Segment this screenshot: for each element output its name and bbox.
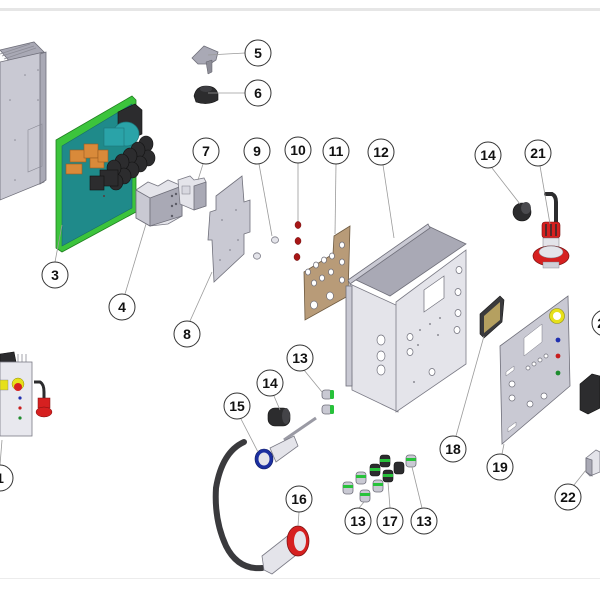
part-5-bracket bbox=[191, 45, 219, 75]
callout-3: 3 bbox=[41, 261, 69, 289]
callout-5: 5 bbox=[244, 39, 272, 67]
callout-22: 22 bbox=[554, 483, 582, 511]
svg-text:19: 19 bbox=[492, 459, 508, 475]
part-13-17-gland-cluster bbox=[342, 454, 417, 503]
svg-text:13: 13 bbox=[416, 513, 432, 529]
callout-1: 1 bbox=[0, 464, 14, 492]
part-10-red-lenses bbox=[293, 221, 302, 261]
part-1-assembled-unit bbox=[0, 351, 53, 437]
part-20-black-block bbox=[579, 373, 600, 415]
svg-text:13: 13 bbox=[350, 513, 366, 529]
svg-text:14: 14 bbox=[480, 147, 496, 163]
part-8-mounting-plate bbox=[207, 175, 251, 283]
top-divider bbox=[0, 8, 600, 11]
callout-13: 13 bbox=[344, 507, 372, 535]
callout-21: 21 bbox=[524, 139, 552, 167]
svg-text:13: 13 bbox=[292, 350, 308, 366]
callout-19: 19 bbox=[486, 453, 514, 481]
part-3-power-pcb bbox=[55, 95, 156, 253]
callout-20: 20 bbox=[591, 310, 600, 336]
part-14-gland-nut-top bbox=[512, 202, 532, 222]
callout-4: 4 bbox=[108, 293, 136, 321]
svg-text:7: 7 bbox=[202, 143, 210, 159]
callout-6: 6 bbox=[244, 79, 272, 107]
callout-8: 8 bbox=[173, 320, 201, 348]
leader-lines bbox=[0, 52, 587, 527]
part-14-gland-nut bbox=[267, 407, 291, 427]
part-15-blue-socket bbox=[254, 416, 317, 470]
part-22-terminal-block bbox=[585, 449, 600, 477]
callout-12: 12 bbox=[367, 138, 395, 166]
part-16-red-plug bbox=[212, 439, 310, 575]
svg-text:18: 18 bbox=[445, 441, 461, 457]
part-6-black-cap bbox=[193, 85, 219, 104]
callout-10: 10 bbox=[284, 136, 312, 164]
part-19-front-panel bbox=[499, 295, 571, 445]
svg-text:1: 1 bbox=[0, 470, 4, 486]
callout-14: 14 bbox=[474, 141, 502, 169]
part-7-aux-contact bbox=[177, 175, 207, 211]
svg-text:10: 10 bbox=[290, 142, 306, 158]
callout-13: 13 bbox=[286, 344, 314, 372]
svg-text:12: 12 bbox=[373, 144, 389, 160]
callout-13: 13 bbox=[410, 507, 438, 535]
svg-text:5: 5 bbox=[254, 45, 262, 61]
callout-9: 9 bbox=[243, 137, 271, 165]
callout-18: 18 bbox=[439, 435, 467, 463]
svg-text:3: 3 bbox=[51, 267, 59, 283]
callout-11: 11 bbox=[322, 137, 350, 165]
part-18-filter-grille bbox=[479, 295, 505, 339]
callout-16: 16 bbox=[285, 485, 313, 513]
part-4-contactor bbox=[135, 179, 183, 227]
svg-text:21: 21 bbox=[530, 145, 546, 161]
bottom-divider bbox=[0, 578, 600, 579]
part-11-gasket-sheet bbox=[303, 225, 351, 321]
part-heatsink bbox=[0, 41, 47, 201]
svg-text:15: 15 bbox=[229, 398, 245, 414]
svg-text:8: 8 bbox=[183, 326, 191, 342]
callout-14: 14 bbox=[256, 369, 284, 397]
svg-text:9: 9 bbox=[253, 143, 261, 159]
svg-text:17: 17 bbox=[382, 513, 398, 529]
svg-text:16: 16 bbox=[291, 491, 307, 507]
svg-text:11: 11 bbox=[329, 143, 344, 159]
part-13-glands-upper bbox=[321, 389, 334, 415]
part-12-enclosure bbox=[345, 223, 467, 413]
callout-17: 17 bbox=[376, 507, 404, 535]
svg-text:14: 14 bbox=[262, 375, 278, 391]
svg-text:20: 20 bbox=[597, 315, 600, 331]
svg-text:22: 22 bbox=[560, 489, 576, 505]
part-21-red-socket bbox=[532, 192, 570, 269]
svg-text:4: 4 bbox=[118, 299, 126, 315]
svg-text:6: 6 bbox=[254, 85, 262, 101]
callout-15: 15 bbox=[223, 392, 251, 420]
callout-7: 7 bbox=[192, 137, 220, 165]
part-9-spacers bbox=[253, 236, 279, 260]
